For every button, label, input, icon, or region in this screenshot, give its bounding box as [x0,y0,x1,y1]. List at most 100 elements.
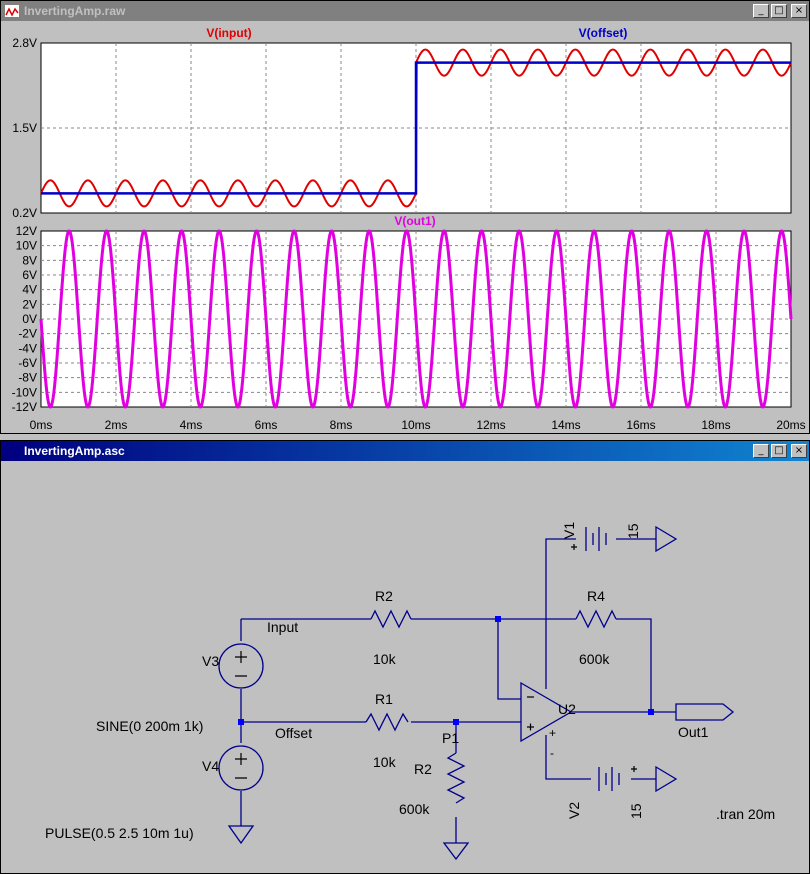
x-tick-label: 14ms [551,418,580,432]
pane1-series [40,48,792,208]
opamp-minus-pin: - [550,746,554,760]
y-tick-label: 4V [22,283,37,297]
port-label-out1: Out1 [678,724,709,740]
value-v1: 15 [625,523,641,539]
x-tick-label: 10ms [401,418,430,432]
label-u2: U2 [558,701,576,717]
x-tick-label: 18ms [701,418,730,432]
label-v3: V3 [202,653,219,669]
label-r2-bottom: R2 [414,761,432,777]
wire-feedback[interactable] [541,618,652,712]
waveform-app-icon [4,4,20,18]
series-v-out1[interactable] [39,229,793,409]
x-tick-label: 12ms [476,418,505,432]
schematic-canvas[interactable]: R2 10k R4 600k R1 10k R2 600k V3 SINE(0 … [1,461,809,873]
close-icon: × [794,5,804,16]
net-label-offset: Offset [275,725,312,741]
value-v3: SINE(0 200m 1k) [96,718,203,734]
resistor-r2-top[interactable] [370,609,412,629]
y-tick-label: 0V [22,312,37,326]
junctions [238,616,654,725]
source-v4[interactable] [218,745,264,791]
waveform-titlebar[interactable]: InvertingAmp.raw _ □ × [1,1,809,21]
maximize-icon: □ [774,445,784,456]
schematic-titlebar[interactable]: InvertingAmp.asc _ □ × [1,441,809,461]
y-tick-label: 10V [16,239,37,253]
opamp-plus-pin: + [549,726,556,740]
spice-directive[interactable]: .tran 20m [716,806,775,822]
source-signs [235,544,637,779]
maximize-button[interactable]: □ [771,444,787,458]
maximize-icon: □ [774,5,784,16]
y-tick-label: 1.5V [12,121,37,135]
source-v3[interactable] [218,643,264,689]
y-tick-label: 0.2V [12,206,37,220]
label-r4: R4 [587,588,605,604]
resistor-r4[interactable] [575,609,617,629]
legend-label[interactable]: V(offset) [579,26,628,40]
net-label-p1: P1 [442,730,459,746]
x-tick-label: 20ms [776,418,805,432]
minimize-icon: _ [758,5,764,16]
schematic-window-title: InvertingAmp.asc [24,444,125,458]
port-out1[interactable] [675,703,735,721]
y-tick-label: 2.8V [12,36,37,50]
close-button[interactable]: × [791,4,807,18]
x-tick-label: 2ms [105,418,128,432]
y-tick-label: -6V [18,356,37,370]
net-label-input: Input [267,619,298,635]
waveform-window-title: InvertingAmp.raw [24,4,126,18]
minimize-button[interactable]: _ [753,4,769,18]
waveform-window: InvertingAmp.raw _ □ × 0ms 2ms 4ms 6ms 8ms 10… [0,0,810,434]
value-r4: 600k [579,651,610,667]
label-v2: V2 [566,802,582,819]
y-tick-label: -8V [18,371,37,385]
pane2-series [39,229,793,409]
battery-v2[interactable] [598,767,620,791]
y-tick-label: 8V [22,253,37,267]
value-r2-bottom: 600k [399,801,430,817]
wire-inverting[interactable] [497,619,521,700]
ground-r2 [442,842,470,861]
y-tick-label: 2V [22,297,37,311]
axis-labels: 0ms 2ms 4ms 6ms 8ms 10ms 12ms 14ms 16ms 18ms 20ms 2… [12,26,806,432]
schematic-app-icon [4,444,20,458]
x-tick-label: 0ms [30,418,53,432]
legend-label[interactable]: V(input) [206,26,251,40]
legend-label[interactable]: V(out1) [394,214,435,228]
label-v4: V4 [202,758,219,774]
opamp-u2[interactable] [520,681,573,743]
close-button[interactable]: × [791,444,807,458]
waveform-plot-area[interactable]: 0ms 2ms 4ms 6ms 8ms 10ms 12ms 14ms 16ms 18ms 20ms 2… [1,21,809,433]
value-r2-top: 10k [373,651,397,667]
x-tick-label: 6ms [255,418,278,432]
maximize-button[interactable]: □ [771,4,787,18]
ground-v4 [227,825,255,845]
series-v-offset[interactable] [41,61,791,195]
label-r1: R1 [375,691,393,707]
resistor-r2-bottom[interactable] [446,752,466,804]
value-v2: 15 [628,803,644,819]
ground-v2 [655,765,678,793]
label-r2-top: R2 [375,588,393,604]
minimize-icon: _ [758,445,764,456]
y-tick-label: -12V [12,400,37,414]
schematic-window: InvertingAmp.asc _ □ × [0,440,810,874]
y-tick-label: -10V [12,385,37,399]
close-icon: × [794,445,804,456]
label-v1: V1 [561,522,577,539]
y-tick-label: -2V [18,327,37,341]
minimize-button[interactable]: _ [753,444,769,458]
y-tick-label: 12V [16,224,37,238]
value-v4: PULSE(0.5 2.5 10m 1u) [45,825,194,841]
wire-v2[interactable] [545,735,656,780]
y-tick-label: -4V [18,341,37,355]
wire-v1[interactable] [545,538,656,689]
x-tick-label: 4ms [180,418,203,432]
x-tick-label: 8ms [330,418,353,432]
x-tick-label: 16ms [626,418,655,432]
ground-v1 [655,525,678,553]
y-tick-label: 6V [22,268,37,282]
battery-v1[interactable] [585,527,607,551]
resistor-r1[interactable] [365,712,409,732]
